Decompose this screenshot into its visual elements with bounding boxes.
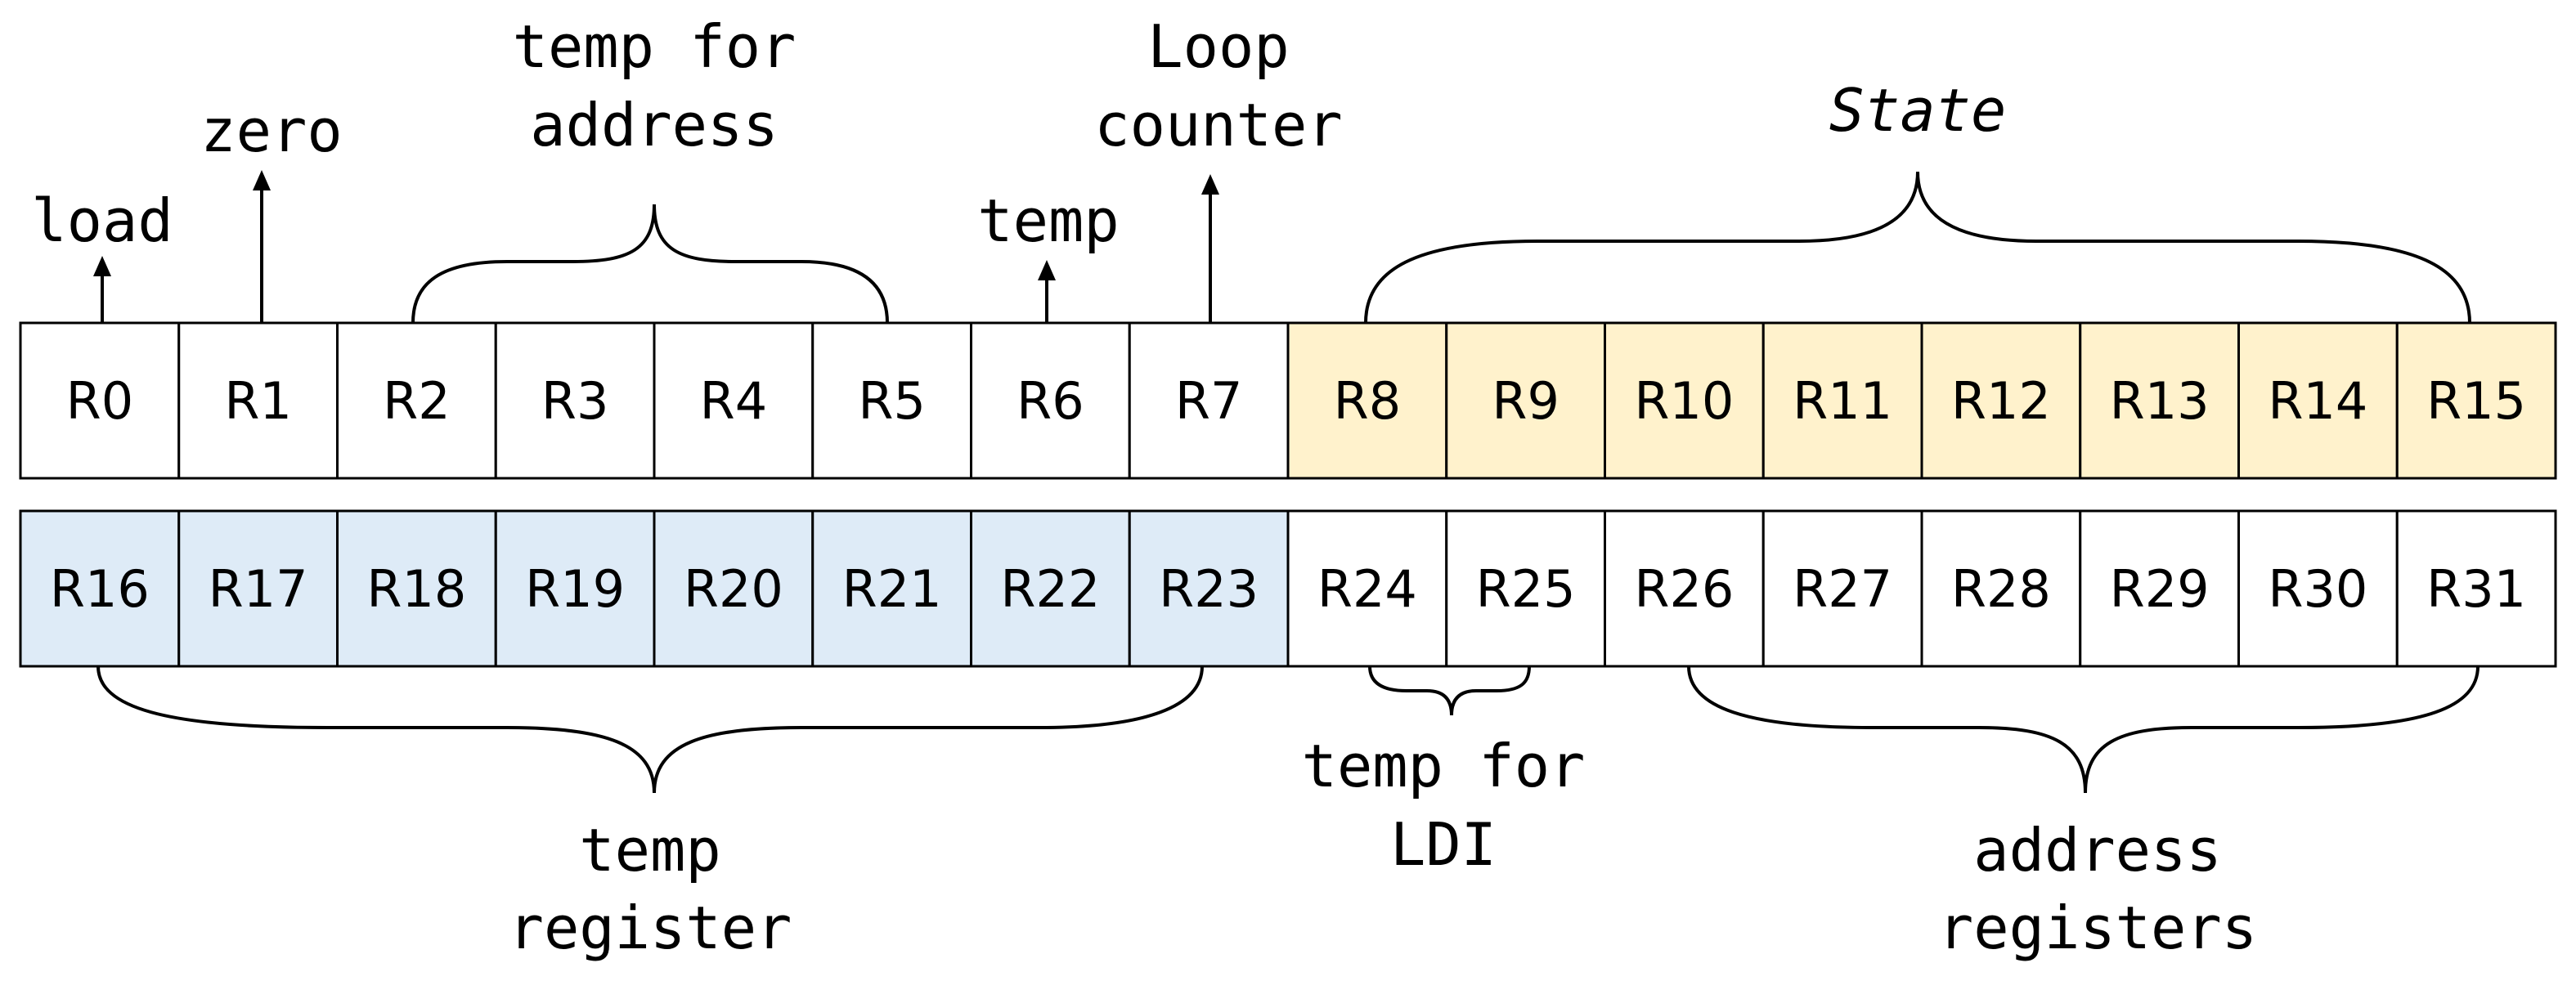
register-cell-r8	[1286, 321, 1448, 480]
annotation-zero: zero	[200, 96, 343, 323]
annotation-temp-register-line1: temp	[579, 816, 720, 885]
register-row-bottom: R16 R17 R18 R19 R20 R21 R22 R23 R24 R25 R26 R27 R28 R…	[19, 509, 2557, 668]
register-label-r28: R28	[1951, 559, 2051, 619]
register-label-r25: R25	[1476, 559, 1576, 619]
annotation-temp-for-ldi-line1: temp for	[1302, 732, 1586, 800]
brace-temp-register	[96, 665, 1204, 794]
register-cell-r18	[336, 509, 497, 668]
register-cell-r15	[2395, 321, 2557, 480]
register-cell-r19	[494, 509, 656, 668]
register-label-r21: R21	[842, 559, 942, 619]
register-cell-r12	[1920, 321, 2082, 480]
register-label-r5: R5	[858, 371, 926, 431]
register-label-r12: R12	[1951, 371, 2051, 431]
register-cell-r1	[177, 321, 339, 480]
register-cell-r22	[970, 509, 1131, 668]
register-cell-r13	[2079, 321, 2240, 480]
register-label-r15: R15	[2426, 371, 2526, 431]
register-label-r16: R16	[50, 559, 150, 619]
brace-temp-for-address	[411, 204, 889, 324]
annotation-address-registers: address registers	[1687, 665, 2480, 962]
register-label-r7: R7	[1175, 371, 1243, 431]
register-cell-r3	[494, 321, 656, 480]
register-cell-r4	[653, 321, 815, 480]
register-label-r27: R27	[1793, 559, 1892, 619]
register-cell-r28	[1920, 509, 2082, 668]
brace-address-registers	[1687, 665, 2480, 794]
register-cell-r26	[1604, 509, 1765, 668]
brace-temp-for-ldi	[1368, 665, 1531, 716]
register-label-r18: R18	[366, 559, 466, 619]
register-cell-r30	[2237, 509, 2399, 668]
register-cell-r2	[336, 321, 497, 480]
register-label-r19: R19	[525, 559, 625, 619]
annotation-load-text: load	[31, 186, 173, 255]
register-cell-r5	[811, 321, 972, 480]
annotation-load: load	[31, 186, 173, 323]
register-row-top: R0 R1 R2 R3 R4 R5 R6 R7 R8 R9 R10 R11 R12 R13 R14 R15	[19, 321, 2557, 480]
register-cell-r0	[19, 321, 181, 480]
register-label-r6: R6	[1016, 371, 1084, 431]
annotation-temp-for-address-line1: temp for	[513, 12, 797, 81]
annotation-temp-for-address-line2: address	[530, 91, 778, 159]
annotation-state: State	[1364, 76, 2471, 324]
register-cell-r16	[19, 509, 181, 668]
annotation-state-text: State	[1829, 76, 2007, 145]
register-cell-r17	[177, 509, 339, 668]
annotation-temp-text: temp	[977, 186, 1119, 255]
brace-state	[1364, 171, 2471, 324]
annotation-loop-counter-line1: Loop	[1147, 12, 1289, 81]
annotation-address-registers-line1: address	[1973, 816, 2221, 885]
register-label-r0: R0	[66, 371, 134, 431]
annotation-temp-for-ldi: temp for LDI	[1302, 665, 1586, 879]
register-label-r13: R13	[2110, 371, 2210, 431]
annotation-temp-register: temp register	[96, 665, 1204, 962]
register-cell-r7	[1128, 321, 1290, 480]
annotation-loop-counter-line2: counter	[1094, 91, 1342, 159]
register-label-r24: R24	[1317, 559, 1417, 619]
annotation-temp-for-ldi-line2: LDI	[1390, 810, 1497, 879]
annotation-temp-register-line2: register	[509, 894, 792, 962]
annotation-temp: temp	[977, 186, 1120, 323]
register-label-r31: R31	[2426, 559, 2526, 619]
register-label-r9: R9	[1492, 371, 1560, 431]
register-label-r3: R3	[541, 371, 609, 431]
register-cell-r9	[1445, 321, 1606, 480]
register-label-r2: R2	[383, 371, 451, 431]
annotation-loop-counter: Loop counter	[1094, 12, 1343, 323]
register-label-r10: R10	[1634, 371, 1734, 431]
register-label-r17: R17	[209, 559, 308, 619]
register-cell-r6	[970, 321, 1131, 480]
register-label-r4: R4	[700, 371, 768, 431]
register-label-r8: R8	[1334, 371, 1402, 431]
register-cell-r21	[811, 509, 972, 668]
annotation-temp-for-address: temp for address	[411, 12, 889, 324]
annotation-zero-text: zero	[200, 96, 342, 165]
register-label-r23: R23	[1159, 559, 1259, 619]
register-label-r20: R20	[684, 559, 783, 619]
register-label-r30: R30	[2268, 559, 2367, 619]
register-label-r1: R1	[224, 371, 292, 431]
register-label-r29: R29	[2110, 559, 2210, 619]
register-label-r14: R14	[2268, 371, 2367, 431]
register-cell-r11	[1761, 321, 1923, 480]
annotation-address-registers-line2: registers	[1938, 894, 2257, 962]
register-cell-r27	[1761, 509, 1923, 668]
register-label-r22: R22	[1000, 559, 1100, 619]
register-label-r26: R26	[1634, 559, 1734, 619]
register-cell-r20	[653, 509, 815, 668]
register-label-r11: R11	[1793, 371, 1892, 431]
register-cell-r24	[1286, 509, 1448, 668]
